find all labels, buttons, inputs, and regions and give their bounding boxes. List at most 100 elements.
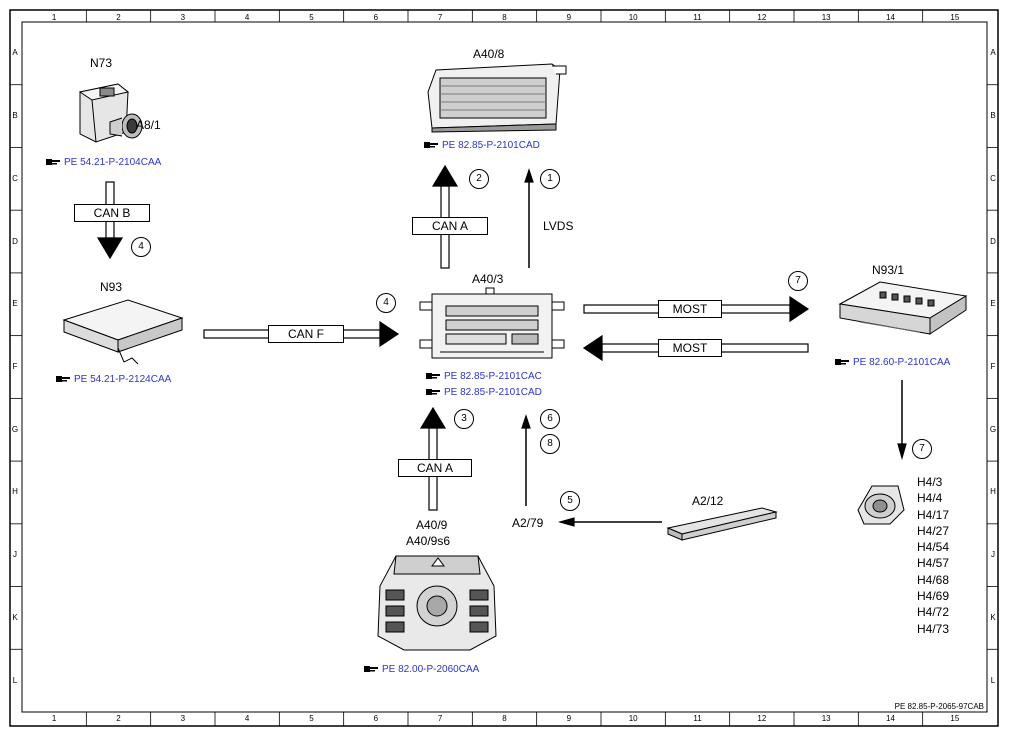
ref-text-a40-3-cad: PE 82.85-P-2101CAD: [444, 387, 542, 398]
row-letter: F: [12, 362, 18, 371]
row-letter: C: [12, 173, 18, 183]
ref-text-a40-8: PE 82.85-P-2101CAD: [442, 140, 540, 151]
pointing-hand-icon: [426, 389, 440, 396]
row-letter: G: [11, 424, 19, 434]
column-number: 9: [566, 714, 572, 723]
column-number: 15: [950, 13, 960, 22]
column-number: 7: [437, 13, 443, 22]
column-number: 3: [180, 714, 186, 723]
ref-link-a40-3-cad[interactable]: PE 82.85-P-2101CAD: [426, 387, 542, 398]
ref-link-n93-1[interactable]: PE 82.60-P-2101CAA: [835, 357, 950, 368]
label-a2-12: A2/12: [692, 494, 724, 508]
row-letter: G: [989, 424, 997, 434]
row-letter: E: [12, 299, 18, 309]
column-number: 8: [502, 13, 507, 22]
row-letter: F: [990, 362, 996, 371]
marker-5: 5: [560, 491, 580, 511]
outer-frame: [9, 9, 999, 727]
grid-ticks: [10, 10, 998, 726]
marker-7-most: 7: [788, 271, 808, 291]
bus-label-most-out: MOST: [658, 300, 722, 318]
a2-79-line-arrow: [521, 414, 531, 506]
ref-link-a40-9[interactable]: PE 82.00-P-2060CAA: [364, 664, 479, 675]
bus-label-lvds: LVDS: [543, 219, 574, 233]
ref-link-n73[interactable]: PE 54.21-P-2104CAA: [46, 157, 161, 168]
column-number: 9: [566, 13, 572, 22]
label-a40-9s6: A40/9s6: [406, 534, 451, 548]
column-number: 6: [373, 714, 379, 723]
bus-label-can-a-bottom: CAN A: [398, 459, 472, 477]
column-number: 2: [116, 13, 121, 22]
speaker-item: H4/4: [917, 491, 943, 506]
speaker-graphic: [857, 485, 905, 525]
marker-8: 8: [540, 434, 560, 454]
ref-text-a40-3-cac: PE 82.85-P-2101CAC: [444, 371, 542, 382]
label-a40-9: A40/9: [416, 518, 448, 532]
n93-module-graphic: [62, 299, 184, 365]
row-letter: H: [12, 487, 18, 497]
a2-12-line-arrow: [557, 517, 662, 527]
row-letter: H: [990, 487, 996, 497]
row-letter: B: [990, 111, 996, 121]
lvds-line-arrow: [524, 168, 534, 268]
row-letter: B: [12, 111, 18, 121]
row-letter: J: [13, 550, 17, 560]
speaker-item: H4/17: [917, 507, 950, 522]
marker-3: 3: [454, 409, 474, 429]
a40-3-head-unit-graphic: [419, 287, 565, 359]
bus-label-can-a-top: CAN A: [412, 217, 488, 235]
speaker-item: H4/69: [917, 589, 950, 604]
speaker-item: H4/72: [917, 605, 950, 620]
inner-frame: [21, 21, 988, 713]
column-number: 10: [628, 13, 638, 22]
speaker-item: H4/54: [917, 540, 950, 555]
column-number: 11: [693, 13, 702, 22]
row-letter: A: [12, 48, 18, 58]
column-number: 4: [244, 13, 250, 22]
ref-text-a40-9: PE 82.00-P-2060CAA: [382, 664, 480, 675]
row-letter: E: [990, 299, 996, 309]
bus-label-can-f: CAN F: [268, 325, 344, 343]
column-number: 3: [180, 13, 186, 22]
a40-8-display-graphic: [427, 63, 567, 133]
ref-link-n93[interactable]: PE 54.21-P-2124CAA: [56, 374, 171, 385]
n93-1-amplifier-graphic: [838, 281, 968, 335]
marker-6: 6: [540, 409, 560, 429]
row-letter: K: [12, 612, 18, 622]
marker-7-speaker: 7: [912, 439, 932, 459]
a40-9-control-panel-graphic: [377, 555, 497, 651]
column-number: 13: [821, 714, 831, 723]
n73-ignition-switch-graphic: [78, 83, 143, 143]
a2-12-antenna-graphic: [666, 507, 778, 541]
bus-label-can-b: CAN B: [74, 204, 150, 222]
speaker-item: H4/68: [917, 572, 950, 587]
row-letter: D: [990, 236, 996, 246]
column-number: 4: [244, 714, 250, 723]
column-number: 1: [51, 714, 57, 723]
label-n93-1: N93/1: [872, 263, 905, 277]
column-number: 12: [757, 13, 767, 22]
row-letter: C: [990, 173, 996, 183]
row-letter: A: [990, 48, 996, 58]
speaker-item: H4/73: [917, 621, 950, 636]
column-number: 14: [886, 13, 895, 22]
marker-4-can-f: 4: [376, 293, 396, 313]
column-number: 2: [116, 714, 121, 723]
ref-link-a40-3-cac[interactable]: PE 82.85-P-2101CAC: [426, 371, 542, 382]
column-number: 8: [502, 714, 507, 723]
ref-link-a40-8[interactable]: PE 82.85-P-2101CAD: [424, 140, 540, 151]
column-number: 11: [693, 714, 702, 723]
pointing-hand-icon: [426, 373, 440, 380]
row-letter: J: [991, 550, 995, 560]
row-letter: D: [12, 236, 18, 246]
ref-text-n93-1: PE 82.60-P-2101CAA: [853, 357, 951, 368]
pointing-hand-icon: [424, 142, 438, 149]
column-number: 13: [821, 13, 831, 22]
column-number: 1: [51, 13, 57, 22]
column-number: 15: [950, 714, 960, 723]
label-n93: N93: [100, 280, 123, 294]
row-letter: L: [12, 675, 18, 685]
column-number: 7: [437, 714, 443, 723]
